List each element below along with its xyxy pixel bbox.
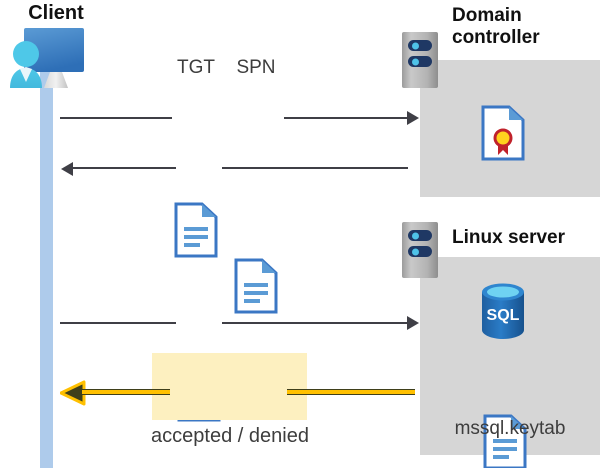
message-request-arrowhead bbox=[407, 111, 419, 125]
domain-controller-server-icon bbox=[402, 32, 438, 88]
message-present-line-right bbox=[222, 322, 408, 324]
message-request-line-right bbox=[284, 117, 408, 119]
spn-label: SPN bbox=[236, 57, 276, 78]
auth-result-line-right bbox=[287, 389, 415, 395]
linux-server-label: Linux server bbox=[452, 227, 565, 248]
auth-result-arrowhead bbox=[59, 380, 86, 411]
message-present-line-left bbox=[60, 322, 176, 324]
message-request-line-left bbox=[60, 117, 172, 119]
keytab-filename-label: mssql.keytab bbox=[454, 418, 566, 439]
tgt-label: TGT bbox=[177, 57, 215, 78]
message-ticket-line-right bbox=[222, 167, 408, 169]
domain-controller-label-line2: controller bbox=[452, 27, 540, 49]
sql-database-icon: SQL bbox=[478, 282, 528, 345]
keytab-document-icon bbox=[483, 414, 600, 468]
certificate-document-icon bbox=[481, 105, 600, 161]
domain-controller-label: Domain controller bbox=[452, 5, 600, 50]
auth-result-line-left bbox=[82, 389, 170, 395]
linux-server-server-icon bbox=[402, 222, 438, 278]
svg-text:SQL: SQL bbox=[487, 307, 520, 324]
tgt-document-icon bbox=[174, 202, 600, 258]
spn-document-icon bbox=[234, 258, 600, 314]
client-lifeline bbox=[40, 64, 53, 468]
message-ticket-line-left bbox=[72, 167, 176, 169]
message-present-arrowhead bbox=[407, 316, 419, 330]
domain-controller-label-line1: Domain bbox=[452, 5, 522, 26]
auth-result-highlight bbox=[152, 353, 307, 420]
auth-result-caption: accepted / denied bbox=[151, 425, 309, 447]
message-ticket-arrowhead bbox=[61, 162, 73, 176]
client-computer-icon bbox=[6, 26, 102, 101]
client-label: Client bbox=[28, 2, 84, 24]
